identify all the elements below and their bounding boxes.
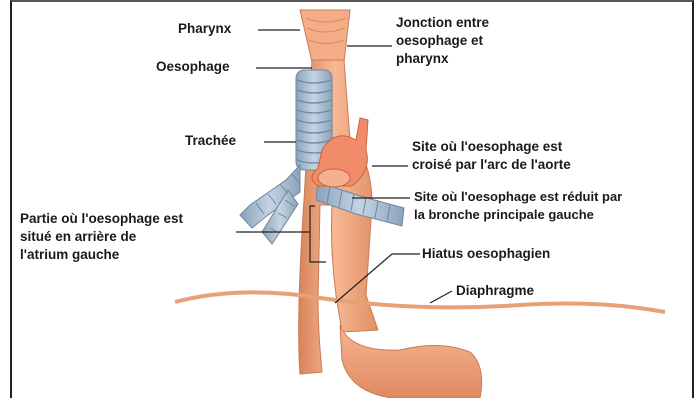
label-pharynx: Pharynx [178,20,231,38]
label-bronche: Site où l'oesophage est réduit par la br… [414,188,622,224]
label-trachee: Trachée [185,132,236,150]
label-jonction: Jonction entre oesophage et pharynx [396,14,489,68]
diaphragm-shape [175,292,665,312]
pharynx-shape [300,10,350,62]
label-arc-aorte: Site où l'oesophage est croisé par l'arc… [412,138,571,174]
stomach-shape [340,325,482,398]
label-hiatus: Hiatus oesophagien [422,245,550,263]
label-oesophage: Oesophage [156,58,230,76]
label-atrium: Partie où l'oesophage est situé en arriè… [20,210,183,264]
label-diaphragme: Diaphragme [456,282,534,300]
